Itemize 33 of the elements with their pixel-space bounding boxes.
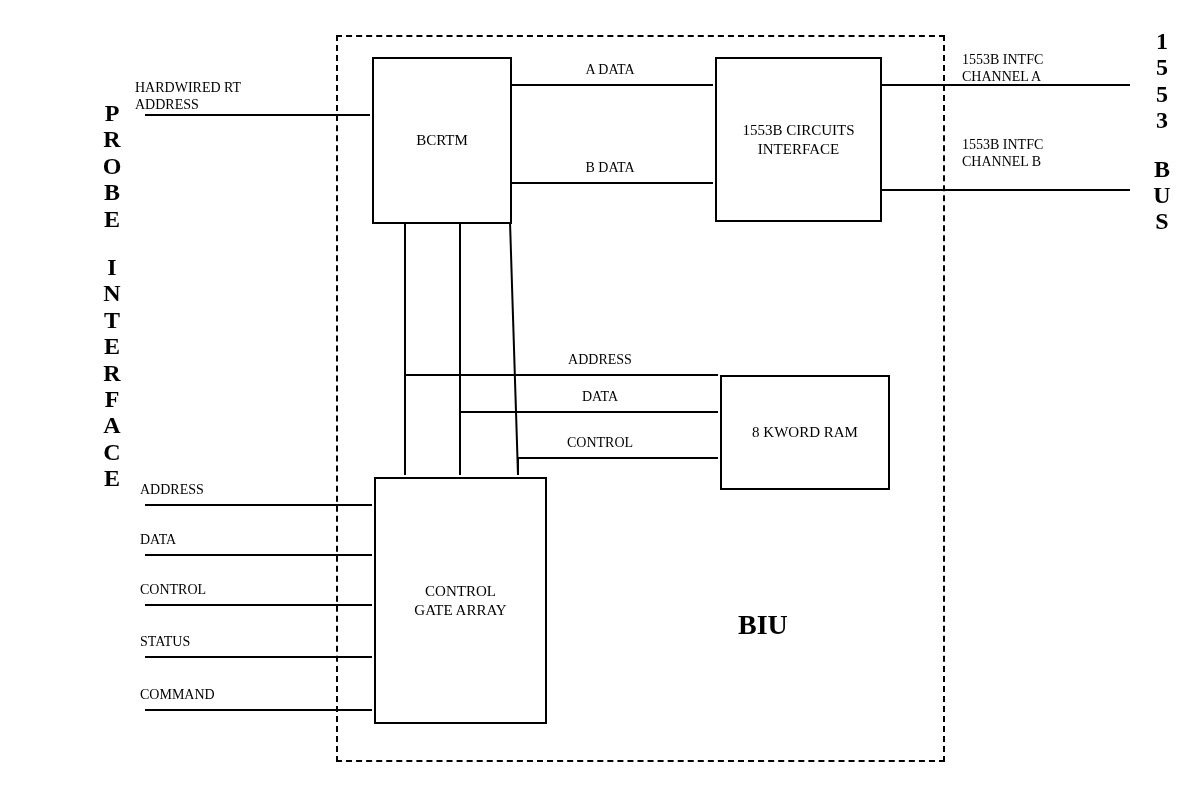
signal-line	[517, 457, 719, 476]
edge-label: HARDWIRED RT ADDRESS	[135, 80, 242, 114]
block-title: BIU	[738, 608, 788, 642]
edge-label: CONTROL	[140, 582, 208, 599]
edge-label: ADDRESS	[567, 352, 633, 369]
block-label: 8 KWORD RAM	[751, 423, 859, 442]
block-box	[374, 477, 547, 724]
edge-label: CONTROL	[565, 435, 635, 452]
signal-line	[144, 114, 371, 116]
signal-line	[144, 504, 373, 506]
dashed-boundary-box	[336, 35, 945, 762]
signal-line	[144, 554, 373, 556]
signal-line	[144, 709, 373, 711]
edge-label: 1553B INTFC CHANNEL A	[962, 52, 1045, 86]
edge-label: 1553B INTFC CHANNEL B	[962, 137, 1045, 171]
edge-label: DATA	[140, 532, 178, 549]
block-box	[715, 57, 882, 222]
edge-label: ADDRESS	[140, 482, 205, 499]
block-label: CONTROL GATE ARRAY	[413, 581, 508, 620]
edge-label: B DATA	[584, 160, 636, 177]
block-label: BCRTM	[416, 131, 468, 150]
side-label: PROBE INTERFACE	[101, 100, 123, 492]
signal-line	[144, 604, 373, 606]
block-box	[372, 57, 512, 224]
side-label: 1553 BUS	[1152, 28, 1172, 235]
block-box	[720, 375, 890, 490]
edge-label: STATUS	[140, 634, 192, 651]
edge-label: A DATA	[584, 62, 636, 79]
edge-label: COMMAND	[140, 687, 216, 704]
signal-line	[144, 656, 373, 658]
edge-label: DATA	[580, 389, 620, 406]
block-label: 1553B CIRCUITS INTERFACE	[741, 120, 856, 159]
signal-line	[459, 411, 719, 476]
